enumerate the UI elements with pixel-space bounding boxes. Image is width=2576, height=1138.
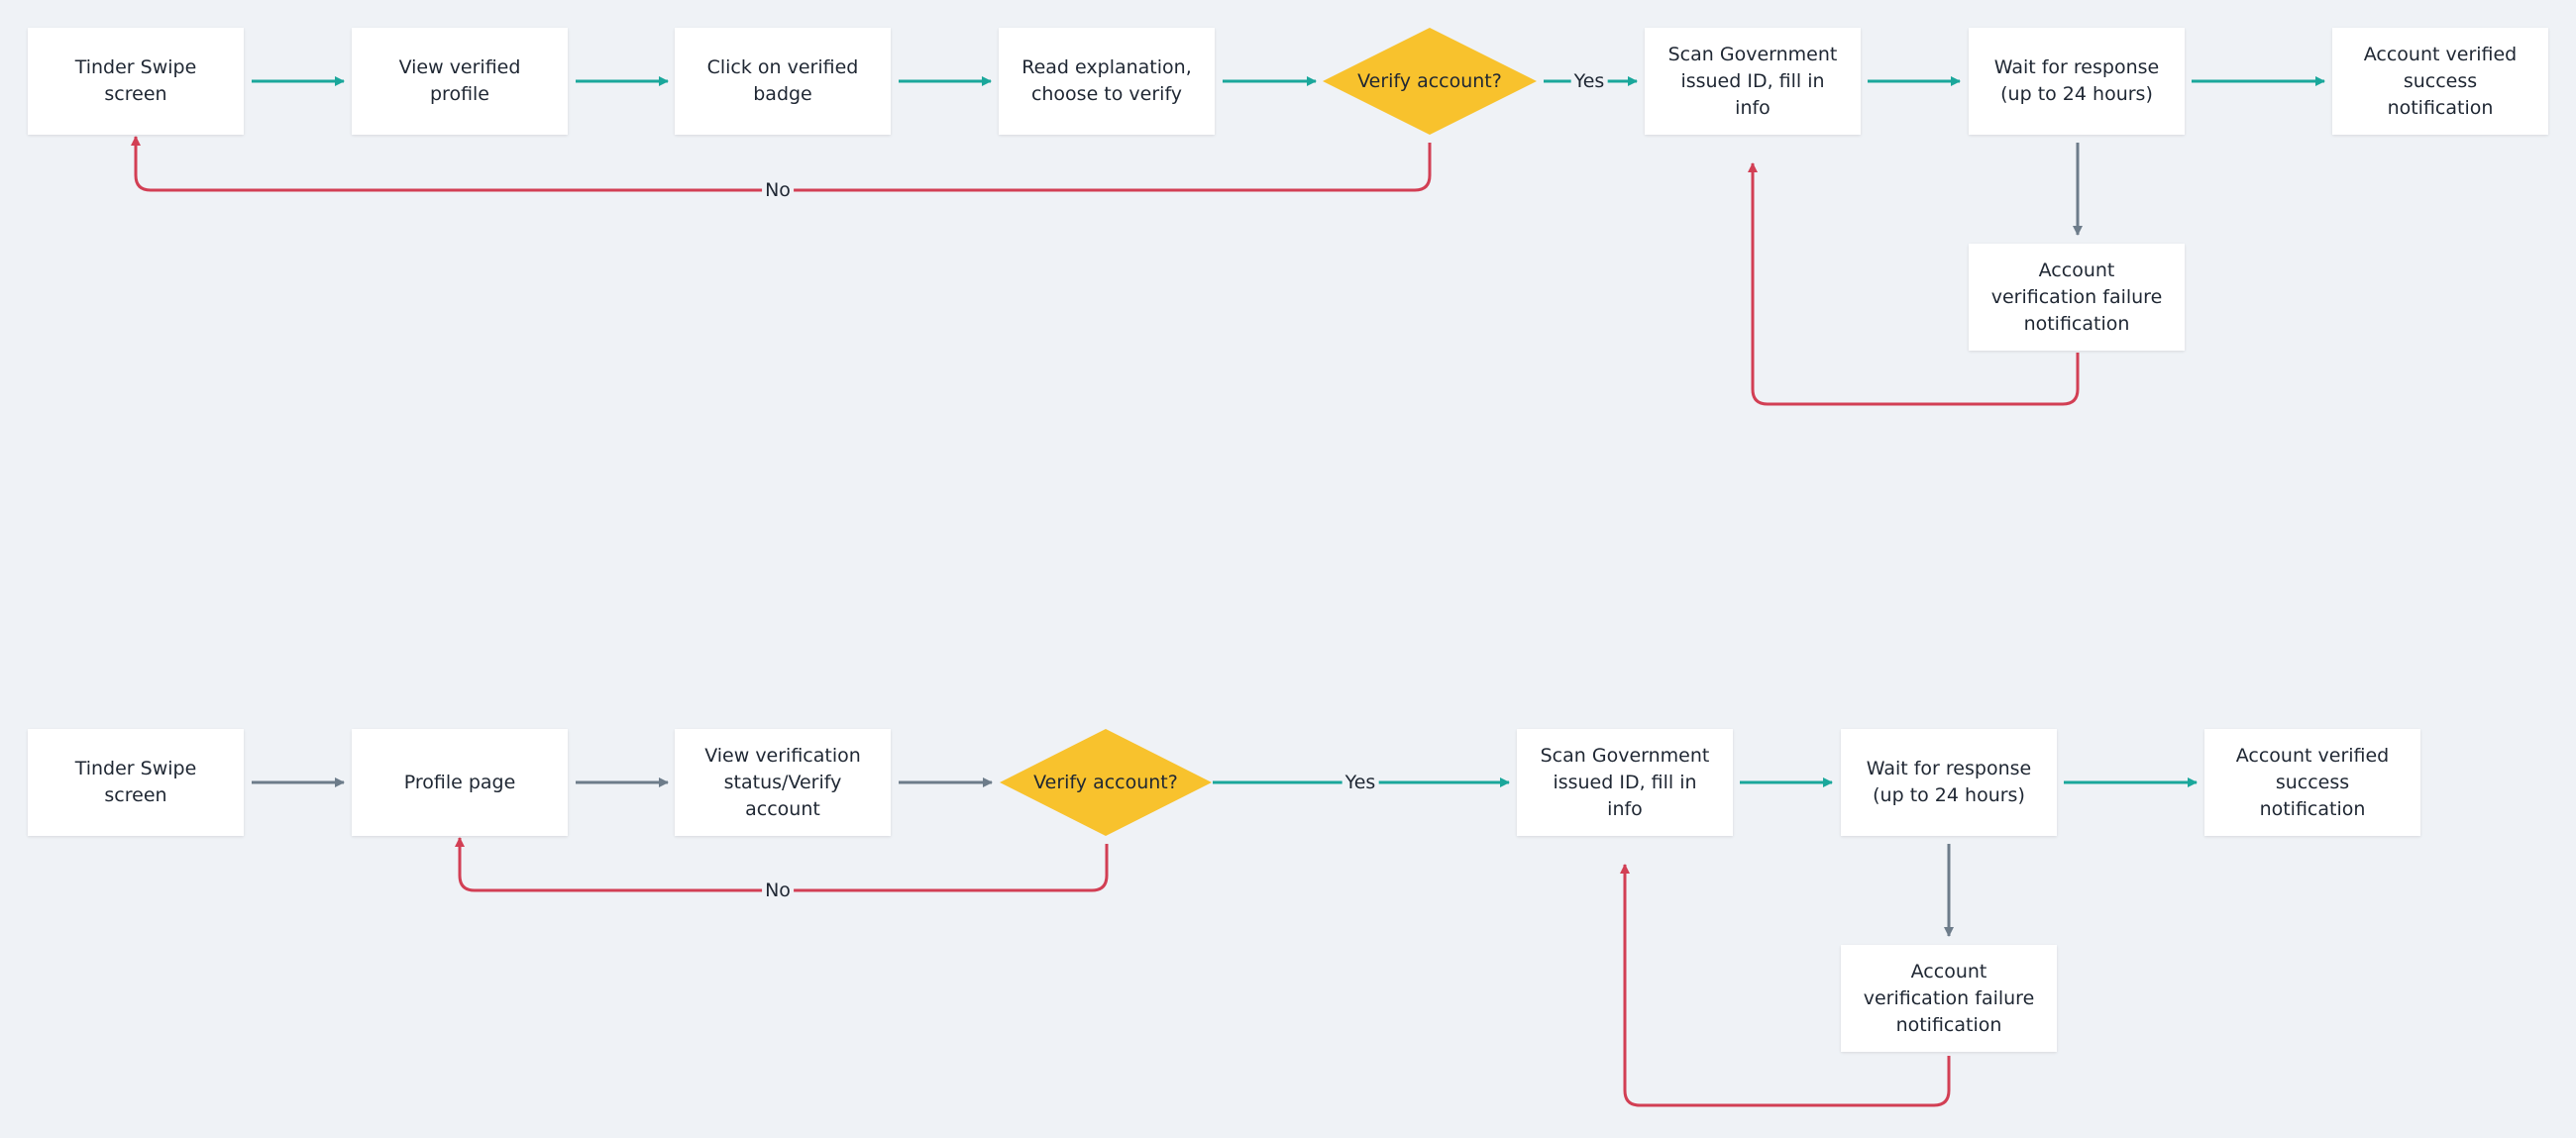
decision-label: Verify account? <box>1033 772 1178 793</box>
edge-f2-failure-back-to-scan <box>1620 864 1951 1107</box>
f2-decision-verify-account: Verify account? <box>1000 729 1212 836</box>
f1-node-wait-for-response: Wait for response (up to 24 hours) <box>1969 28 2185 135</box>
f2-node-view-verification-status: View verification status/Verify account <box>675 729 891 836</box>
diamond-shape <box>1323 28 1537 135</box>
f2-node-profile-page: Profile page <box>352 729 568 836</box>
f1-node-view-verified-profile: View verified profile <box>352 28 568 135</box>
f1-node-success-notification: Account verified success notification <box>2332 28 2548 135</box>
f1-yes-label: Yes <box>1570 70 1608 92</box>
f1-node-read-explanation: Read explanation, choose to verify <box>999 28 1215 135</box>
f2-no-label: No <box>762 879 794 901</box>
f1-node-click-verified-badge: Click on verified badge <box>675 28 891 135</box>
f2-node-wait-for-response: Wait for response (up to 24 hours) <box>1841 729 2057 836</box>
diamond-shape <box>1000 729 1212 836</box>
f1-no-label: No <box>762 179 794 201</box>
f2-node-tinder-swipe-screen: Tinder Swipe screen <box>28 729 244 836</box>
f2-node-scan-government-id: Scan Government issued ID, fill in info <box>1517 729 1733 836</box>
f1-node-tinder-swipe-screen: Tinder Swipe screen <box>28 28 244 135</box>
f1-node-scan-government-id: Scan Government issued ID, fill in info <box>1645 28 1861 135</box>
f1-node-failure-notification: Account verification failure notificatio… <box>1969 244 2185 351</box>
f2-node-failure-notification: Account verification failure notificatio… <box>1841 945 2057 1052</box>
f2-node-success-notification: Account verified success notification <box>2204 729 2420 836</box>
decision-label: Verify account? <box>1357 70 1502 92</box>
f1-decision-verify-account: Verify account? <box>1323 28 1537 135</box>
edge-f1-failure-back-to-scan <box>1748 162 2080 406</box>
f2-yes-label: Yes <box>1342 772 1379 793</box>
